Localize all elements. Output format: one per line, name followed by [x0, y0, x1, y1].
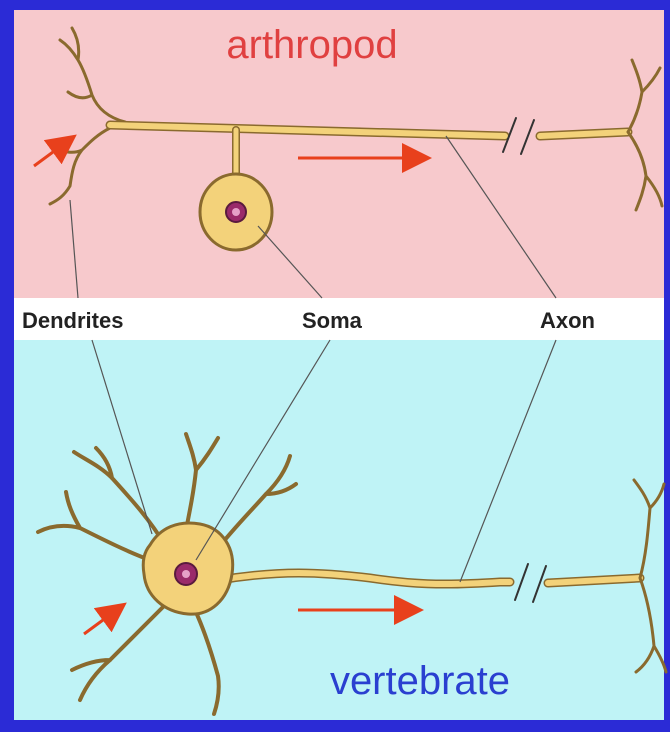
soma-label: Soma: [302, 308, 363, 333]
vertebrate-title: vertebrate: [330, 659, 510, 703]
arthropod-title: arthropod: [226, 23, 397, 67]
axon-label: Axon: [540, 308, 595, 333]
dendrites-label: Dendrites: [22, 308, 123, 333]
